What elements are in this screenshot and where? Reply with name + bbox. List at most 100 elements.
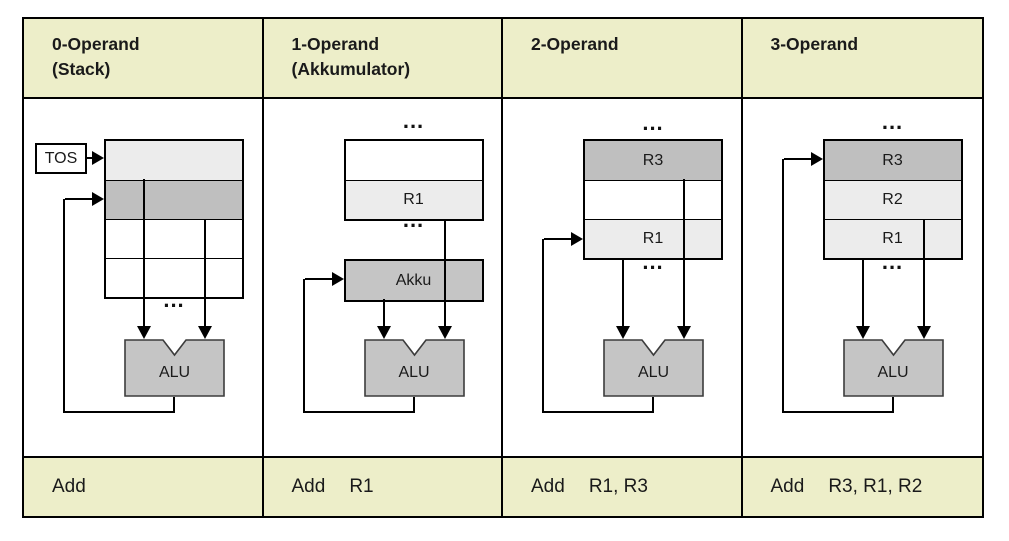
writeback-wire-drop	[891, 397, 894, 413]
instruction-operands: R1	[349, 476, 374, 497]
operand-wire-right	[922, 219, 925, 326]
tos-label: TOS	[44, 149, 78, 167]
register-cell: R1	[824, 219, 961, 258]
instruction-cell-0-operand: Add	[24, 456, 264, 516]
operand-architecture-table: 0-Operand (Stack) 1-Operand (Akkumulator…	[22, 17, 984, 518]
alu-shape	[124, 339, 225, 397]
writeback-wire-into-register	[783, 158, 812, 160]
register-file: R3 R1	[583, 139, 723, 260]
register-cell: R1	[585, 219, 721, 258]
diagram-1-operand-akku: ... R1 ... Akku ALU	[263, 99, 503, 456]
writeback-wire-into-akku	[304, 278, 333, 280]
register-cell	[585, 180, 721, 219]
register-cell: R1	[345, 180, 482, 219]
instruction-opcode: Add	[531, 476, 565, 497]
instruction-operands: R3, R1, R2	[828, 476, 923, 497]
alu-shape	[603, 339, 704, 397]
register-file: R3 R2 R1	[822, 139, 963, 260]
column-title: 0-Operand	[52, 34, 140, 54]
operand-wire-left	[622, 259, 624, 326]
instruction-opcode: Add	[52, 476, 86, 497]
arrowhead-right-icon	[331, 272, 344, 286]
arrowhead-down-icon	[677, 326, 691, 339]
alu-label: ALU	[158, 364, 191, 381]
writeback-wire-bottom	[781, 411, 894, 413]
tos-box: TOS	[35, 143, 87, 174]
writeback-wire-bottom	[63, 411, 175, 413]
alu-shape	[842, 339, 944, 397]
arrowhead-right-icon	[810, 152, 823, 166]
alu-label: ALU	[637, 364, 670, 381]
arrowhead-down-icon	[616, 326, 630, 339]
akku-label: Akku	[345, 261, 482, 300]
instruction-operands: R1, R3	[588, 476, 648, 497]
operand-wire-left	[861, 259, 864, 326]
tos-pointer-wire	[87, 157, 94, 159]
arrowhead-down-icon	[855, 326, 870, 339]
operand-wire-right	[204, 219, 206, 326]
column-title: 2-Operand	[531, 34, 619, 54]
stack-cell	[106, 258, 242, 297]
writeback-wire-drop	[173, 397, 175, 413]
header-cell-3-operand: 3-Operand	[742, 19, 982, 99]
alu-label: ALU	[877, 364, 909, 381]
instruction-cell-2-operand: Add R1, R3	[503, 456, 743, 516]
ellipsis: ...	[642, 249, 664, 274]
alu-shape	[363, 339, 465, 397]
diagram-0-operand-stack: TOS ... ALU	[24, 99, 264, 456]
register-cell: R3	[824, 141, 961, 180]
writeback-wire-drop	[652, 397, 654, 413]
akku-register: Akku	[343, 259, 484, 302]
instruction-opcode: Add	[770, 476, 805, 497]
stack-cell	[106, 180, 242, 219]
writeback-wire-up	[302, 279, 305, 413]
operand-wire-left	[382, 299, 385, 326]
diagram-3-operand: ... R3 R2 R1 ... ALU	[742, 99, 982, 456]
alu: ALU	[603, 339, 704, 397]
ellipsis: ...	[642, 110, 664, 135]
ellipsis: ...	[402, 108, 425, 133]
arrowhead-down-icon	[198, 326, 212, 339]
column-title: 1-Operand	[291, 34, 380, 54]
column-title: 3-Operand	[770, 34, 859, 54]
register-cell: R2	[824, 180, 961, 219]
stack-cell	[106, 141, 242, 180]
ellipsis: ...	[881, 109, 904, 134]
writeback-wire-up	[542, 239, 544, 413]
ellipsis: ...	[402, 207, 425, 232]
register-cell	[345, 141, 482, 180]
operand-wire-right	[683, 179, 685, 326]
writeback-wire-bottom	[542, 411, 654, 413]
writeback-wire-into-register	[544, 238, 572, 240]
arrowhead-down-icon	[916, 326, 931, 339]
instruction-cell-1-operand: Add R1	[263, 456, 503, 516]
arrowhead-down-icon	[137, 326, 151, 339]
writeback-wire-up	[63, 199, 65, 413]
stack-register-file	[104, 139, 244, 299]
diagram-2-operand: ... R3 R1 ... ALU	[503, 99, 743, 456]
column-subtitle: (Stack)	[52, 59, 111, 79]
header-cell-2-operand: 2-Operand	[503, 19, 743, 99]
ellipsis: ...	[881, 249, 904, 274]
writeback-wire-into-stack	[65, 198, 93, 200]
writeback-wire-bottom	[302, 411, 415, 413]
operand-wire-right	[443, 219, 446, 326]
alu: ALU	[124, 339, 225, 397]
writeback-wire-up	[781, 159, 784, 413]
ellipsis: ...	[163, 287, 185, 312]
header-cell-0-operand: 0-Operand (Stack)	[24, 19, 264, 99]
arrowhead-down-icon	[376, 326, 391, 339]
column-subtitle: (Akkumulator)	[291, 59, 411, 79]
alu: ALU	[363, 339, 465, 397]
writeback-wire-drop	[412, 397, 415, 413]
register-cell: R3	[585, 141, 721, 180]
header-cell-1-operand: 1-Operand (Akkumulator)	[263, 19, 503, 99]
operand-wire-left	[143, 179, 145, 326]
arrowhead-right-icon	[92, 192, 104, 206]
instruction-cell-3-operand: Add R3, R1, R2	[742, 456, 982, 516]
alu: ALU	[842, 339, 944, 397]
arrowhead-down-icon	[437, 326, 452, 339]
arrowhead-right-icon	[92, 151, 104, 165]
stack-cell	[106, 219, 242, 258]
